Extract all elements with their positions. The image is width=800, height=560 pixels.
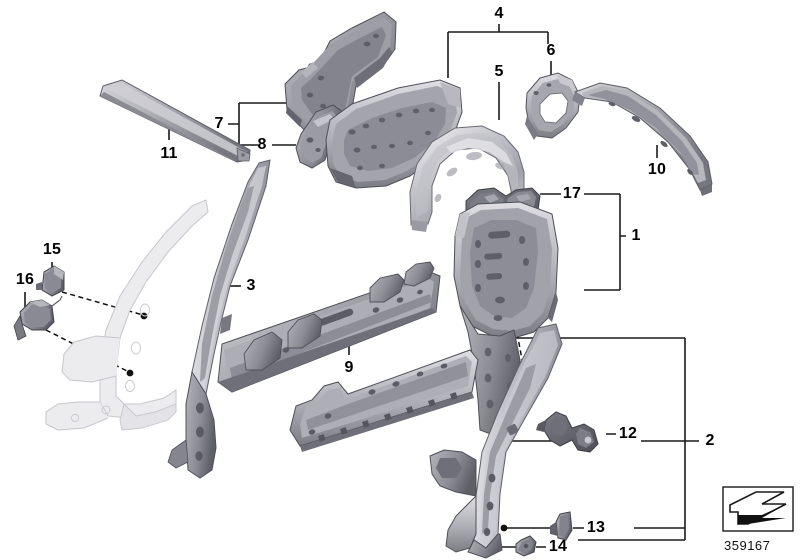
part-10-roof-rail: [572, 82, 713, 196]
callout-label-10: 10: [647, 161, 667, 178]
callout-label-16: 16: [15, 271, 35, 288]
callout-label-17: 17: [562, 185, 582, 202]
part-15-bracket: [36, 265, 65, 297]
ghost-a-pillar: [45, 199, 209, 431]
callout-label-2: 2: [705, 432, 715, 449]
part-14-bracket: [515, 535, 537, 557]
callout-label-9: 9: [344, 359, 354, 376]
callout-label-15: 15: [42, 241, 62, 258]
part-9b-rocker-panel-inner: [289, 349, 479, 452]
part-9-rocker-panel: [217, 261, 441, 393]
bmw-parts-arrow-logo: [722, 486, 794, 532]
callout-label-3: 3: [246, 277, 256, 294]
callout-label-4: 4: [494, 5, 504, 22]
part-13-bracket: [550, 511, 573, 541]
dot-16: [126, 369, 134, 377]
callout-label-5: 5: [494, 63, 504, 80]
part-2-a-pillar-assembly: [429, 323, 563, 559]
part-5-wheel-arch: [409, 125, 525, 232]
callout-label-11: 11: [160, 145, 178, 162]
bracket-4: [447, 24, 549, 78]
part-12-bracket: [536, 411, 599, 453]
leader-lines-group: [24, 24, 699, 548]
bracket-7: [228, 102, 318, 146]
callout-label-12: 12: [618, 425, 638, 442]
part-3-b-pillar-reinforcement: [167, 159, 271, 479]
diagram-id-number: 359167: [724, 538, 771, 553]
bracket-2: [500, 337, 699, 541]
callout-label-13: 13: [586, 519, 606, 536]
callout-label-1: 1: [631, 227, 641, 244]
bracket-1: [584, 193, 626, 291]
part-11-roof-rail-upper: [99, 79, 251, 163]
callout-label-6: 6: [546, 42, 556, 59]
part-16-bracket: [13, 295, 63, 341]
part-7-rear-panel-left: [284, 11, 397, 139]
part-6-bracket: [525, 72, 581, 140]
callout-label-8: 8: [257, 136, 267, 153]
leader-12: [512, 433, 616, 442]
callout-label-7: 7: [214, 115, 224, 132]
dot-13: [500, 524, 508, 532]
callout-label-14: 14: [548, 538, 568, 555]
